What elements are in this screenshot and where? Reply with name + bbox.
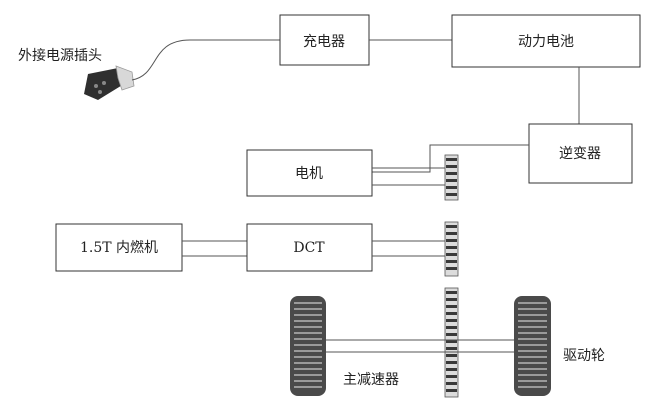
charger-box <box>279 14 370 66</box>
dct-box <box>246 223 373 272</box>
motor-label: 电机 <box>295 166 323 182</box>
drive-wheel-label: 驱动轮 <box>563 348 605 364</box>
inverter-box <box>528 123 633 184</box>
engine-box <box>55 223 183 272</box>
charging-plug-icon <box>84 65 135 100</box>
inverter-motor-wire <box>372 144 529 173</box>
plug-cable <box>131 39 280 81</box>
charger-label: 充电器 <box>303 34 345 50</box>
final-drive-label: 主减速器 <box>343 372 399 388</box>
external-plug-label: 外接电源插头 <box>18 47 102 64</box>
battery-box <box>451 14 641 68</box>
tire-icon <box>290 296 326 396</box>
engine-label: 1.5T 内燃机 <box>80 239 158 256</box>
gear-coupling-column <box>444 154 459 398</box>
dct-label: DCT <box>293 240 325 256</box>
motor-box <box>246 149 373 197</box>
inverter-label: 逆变器 <box>559 146 601 162</box>
tire-icon <box>514 296 551 396</box>
battery-label: 动力电池 <box>518 34 574 50</box>
